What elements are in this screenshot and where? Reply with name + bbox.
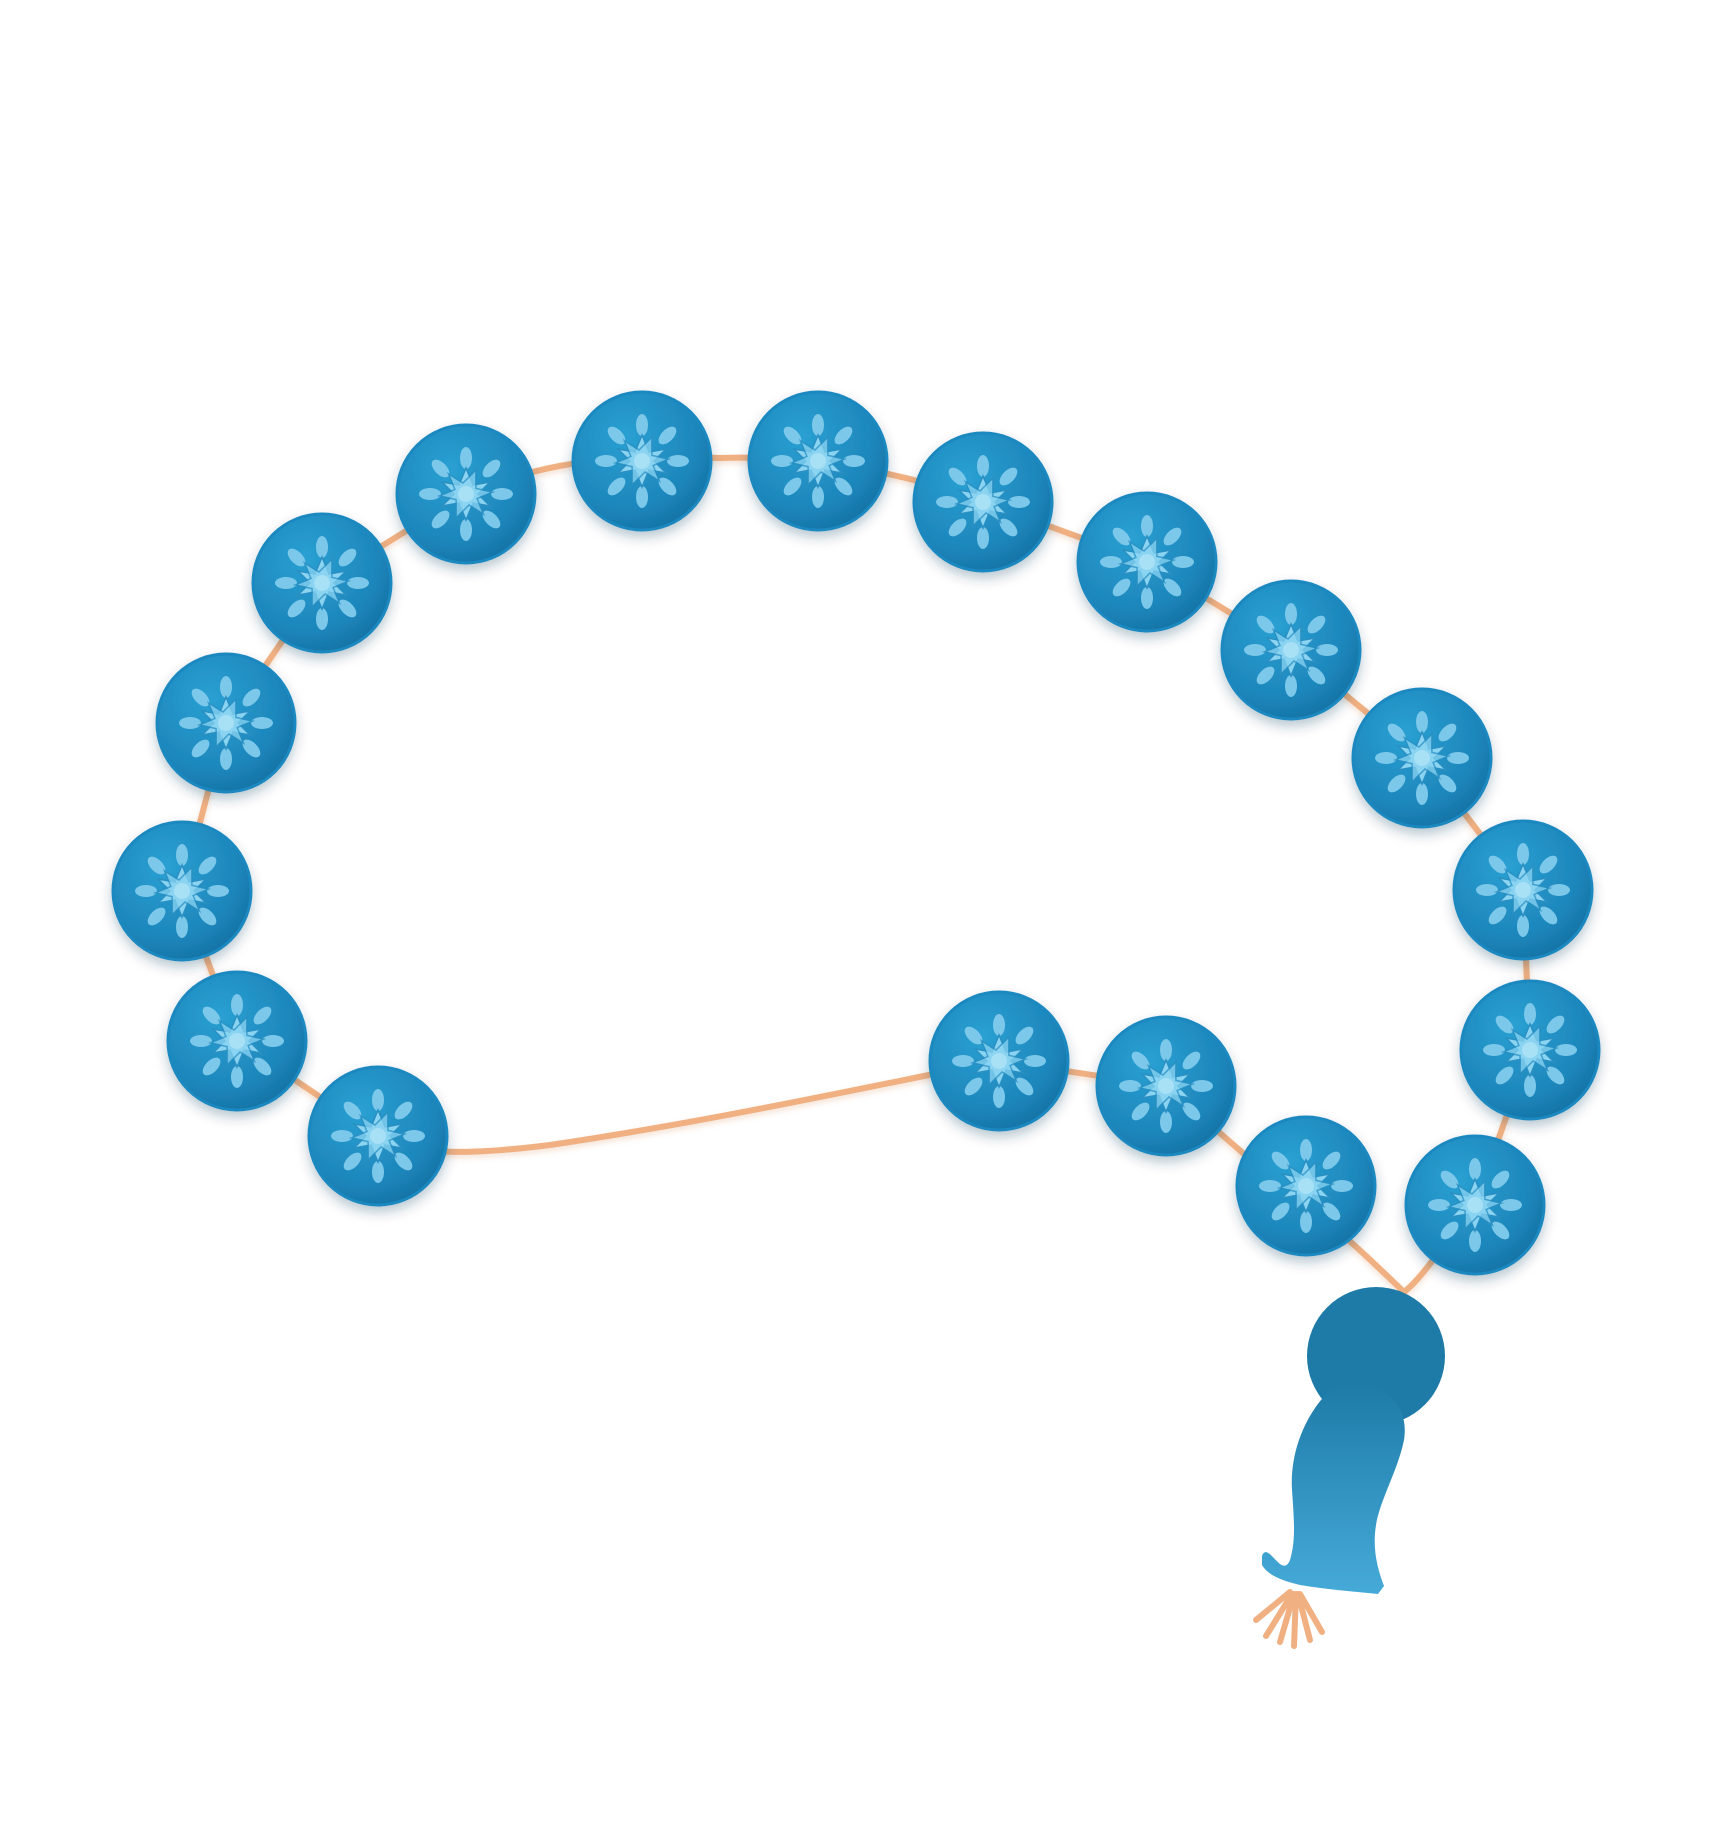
star-flower-icon — [1427, 1157, 1523, 1253]
bead — [166, 970, 308, 1112]
bead — [928, 990, 1070, 1132]
star-flower-icon — [770, 413, 866, 509]
star-flower-icon — [1475, 842, 1571, 938]
star-flower-icon — [274, 535, 370, 631]
bead — [111, 820, 253, 962]
bead — [1459, 979, 1601, 1121]
tassel-fringe — [1253, 1589, 1325, 1649]
bead — [307, 1065, 449, 1207]
bead-ring — [111, 390, 1601, 1276]
bead — [1452, 819, 1594, 961]
tassel — [1253, 1287, 1445, 1649]
star-flower-icon — [1118, 1038, 1214, 1134]
bead — [395, 423, 537, 565]
star-flower-icon — [951, 1013, 1047, 1109]
bead — [747, 390, 889, 532]
star-flower-icon — [1099, 514, 1195, 610]
star-flower-icon — [418, 446, 514, 542]
bead — [1351, 687, 1493, 829]
bead — [1220, 579, 1362, 721]
star-flower-icon — [178, 675, 274, 771]
star-flower-icon — [594, 413, 690, 509]
bead — [912, 431, 1054, 573]
bead — [571, 390, 713, 532]
star-flower-icon — [134, 843, 230, 939]
star-flower-icon — [330, 1088, 426, 1184]
bead — [1404, 1134, 1546, 1276]
star-flower-icon — [935, 454, 1031, 550]
star-flower-icon — [1374, 710, 1470, 806]
bead — [1095, 1015, 1237, 1157]
bead — [251, 512, 393, 654]
star-flower-icon — [1258, 1138, 1354, 1234]
bead — [1235, 1115, 1377, 1257]
star-flower-icon — [1482, 1002, 1578, 1098]
star-flower-icon — [189, 993, 285, 1089]
tassel-body — [1262, 1384, 1405, 1594]
bead — [155, 652, 297, 794]
bead — [1076, 491, 1218, 633]
star-flower-icon — [1243, 602, 1339, 698]
